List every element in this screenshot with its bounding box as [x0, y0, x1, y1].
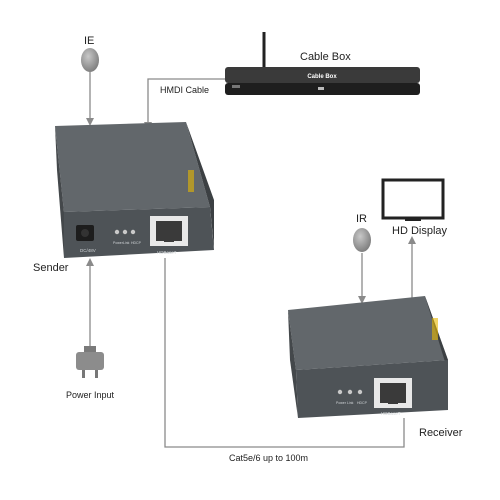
sender-led-label-power: Power	[113, 241, 124, 245]
cable-box-face-label: Cable Box	[307, 74, 337, 80]
hdmi-cable-label: HMDI Cable	[160, 85, 209, 95]
receiver-port-label: HDBaseT	[381, 411, 401, 416]
power-arrowhead	[86, 258, 94, 266]
ir-arrowhead	[358, 296, 366, 304]
receiver-led-label-hdcp: HDCP	[357, 401, 368, 405]
sender-led-hdcp	[130, 229, 136, 235]
ir-label: IR	[356, 213, 367, 225]
ie-sensor-icon	[81, 48, 99, 72]
power-plug-icon	[76, 346, 104, 378]
receiver-led-link	[347, 389, 353, 395]
receiver-led-label-link: Link	[347, 401, 354, 405]
sender-led-link	[122, 229, 128, 235]
cable-box-label: Cable Box	[300, 51, 351, 63]
connection-lines	[89, 72, 413, 448]
receiver-led-power	[337, 389, 343, 395]
sender-logo	[188, 170, 194, 192]
sender-led-power	[114, 229, 120, 235]
hdmi-cable-line	[147, 78, 225, 126]
sender-dc-label: DC/48V	[80, 248, 96, 253]
sender-led-label-hdcp: HDCP	[131, 241, 142, 245]
hd-display-icon	[381, 178, 445, 221]
receiver-label: Receiver	[419, 427, 463, 439]
sender-port-label: HDBaseT	[157, 250, 177, 255]
power-input-label: Power Input	[66, 390, 115, 400]
ie-arrowhead	[86, 118, 94, 126]
cat-cable-line	[164, 258, 405, 448]
receiver-logo	[432, 318, 438, 340]
sender-led-label-link: Link	[123, 241, 130, 245]
cable-box-device: Cable Box	[225, 32, 420, 95]
ir-sensor-icon	[353, 228, 371, 252]
sender-label: Sender	[33, 262, 69, 274]
receiver-led-hdcp	[357, 389, 363, 395]
receiver-device: Power Link HDCP HDBaseT	[288, 296, 448, 418]
ie-label: IE	[84, 35, 94, 47]
sender-device: DC/48V Power Link HDCP HDBaseT	[55, 122, 214, 258]
cat-cable-label: Cat5e/6 up to 100m	[229, 453, 308, 463]
hd-display-label: HD Display	[392, 225, 448, 237]
display-arrowhead	[408, 236, 416, 244]
receiver-led-label-power: Power	[336, 401, 347, 405]
